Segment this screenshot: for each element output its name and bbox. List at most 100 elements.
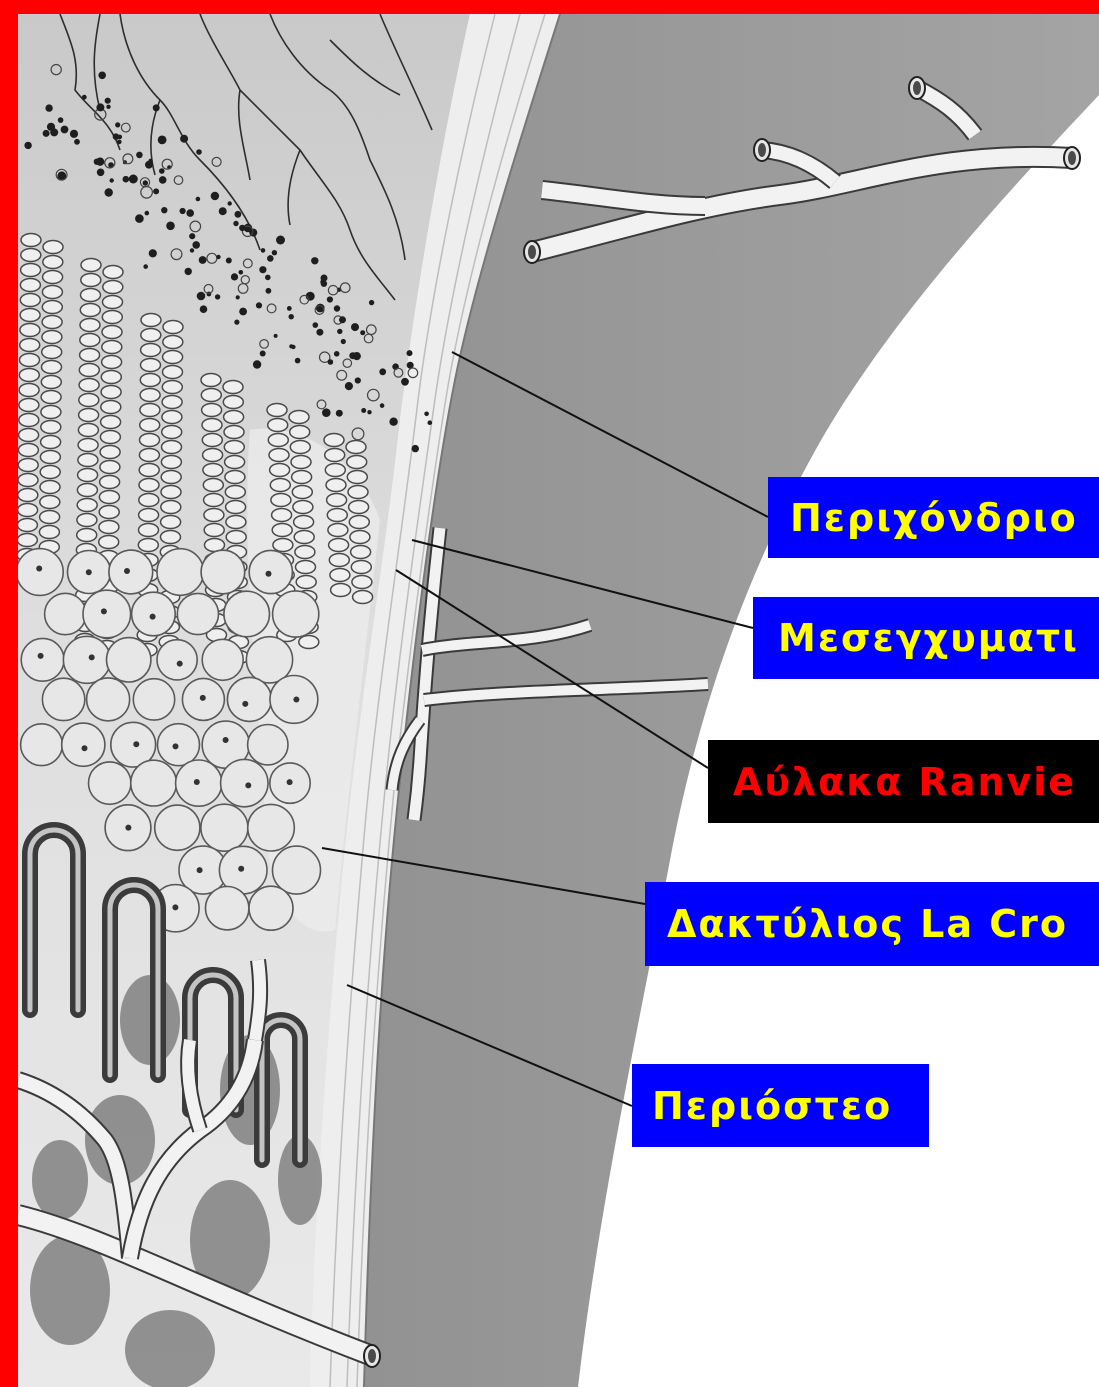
hypertrophic-chondrocyte [87,678,130,721]
label-periosteum: Περιόστεο [632,1064,929,1147]
chondrocyte-nucleus [173,743,179,749]
resting-chondrocyte [265,275,271,281]
resting-chondrocyte [43,130,50,137]
resting-chondrocyte [341,339,346,344]
label-la-croix-ring: Δακτύλιος La Cro [645,882,1099,966]
resting-chondrocyte [196,197,201,202]
proliferative-chondrocyte [272,524,292,537]
frame-border-top [0,0,1099,14]
proliferative-chondrocyte [290,426,310,439]
resting-chondrocyte [428,420,433,425]
proliferative-chondrocyte [18,444,38,457]
proliferative-chondrocyte [100,431,120,444]
hypertrophic-chondrocyte [227,677,271,721]
hypertrophic-chondrocyte [221,759,268,806]
hypertrophic-chondrocyte [21,724,63,766]
resting-chondrocyte [380,403,385,408]
proliferative-chondrocyte [41,391,61,404]
proliferative-chondrocyte [139,464,159,477]
hypertrophic-chondrocyte [133,679,174,720]
resting-chondrocyte [272,250,277,255]
proliferative-chondrocyte [353,591,373,604]
resting-chondrocyte [74,139,80,145]
proliferative-chondrocyte [41,406,61,419]
chondrocyte-nucleus [172,904,178,910]
resting-chondrocyte [339,316,346,323]
resting-chondrocyte [351,323,359,331]
resting-chondrocyte [143,264,148,269]
proliferative-chondrocyte [163,366,183,379]
resting-chondrocyte [266,288,272,294]
hypertrophic-chondrocyte [83,590,131,638]
resting-chondrocyte [239,270,244,275]
proliferative-chondrocyte [289,411,309,424]
resting-chondrocyte [115,122,120,127]
resting-chondrocyte [50,128,58,136]
proliferative-chondrocyte [328,524,348,537]
resting-chondrocyte [149,159,153,163]
resting-chondrocyte [136,152,143,159]
chondrocyte-nucleus [38,653,44,659]
proliferative-chondrocyte [19,369,39,382]
proliferative-chondrocyte [161,486,181,499]
resting-chondrocyte [228,201,232,205]
proliferative-chondrocyte [40,511,60,524]
proliferative-chondrocyte [19,414,39,427]
proliferative-chondrocyte [140,404,160,417]
proliferative-chondrocyte [349,501,369,514]
proliferative-chondrocyte [141,344,161,357]
proliferative-chondrocyte [20,339,40,352]
label-ranvier-groove-text: Αύλακα Ranvie [733,763,1076,801]
chondrocyte-nucleus [82,745,88,751]
proliferative-chondrocyte [331,584,351,597]
hypertrophic-chondrocyte [246,637,292,683]
resting-chondrocyte [185,268,192,275]
chondrocyte-nucleus [125,825,131,831]
proliferative-chondrocyte [294,516,314,529]
proliferative-chondrocyte [19,384,39,397]
resting-chondrocyte [327,296,333,302]
proliferative-chondrocyte [296,576,316,589]
resting-chondrocyte [96,103,104,111]
proliferative-chondrocyte [272,509,292,522]
proliferative-chondrocyte [43,256,63,269]
proliferative-chondrocyte [349,516,369,529]
resting-chondrocyte [200,305,208,313]
proliferative-chondrocyte [140,389,160,402]
proliferative-chondrocyte [20,324,40,337]
chondrocyte-nucleus [89,654,95,660]
resting-chondrocyte [407,350,413,356]
chondrocyte-nucleus [197,867,203,873]
proliferative-chondrocyte [42,331,62,344]
resting-chondrocyte [106,105,110,109]
proliferative-chondrocyte [225,456,245,469]
proliferative-chondrocyte [77,529,97,542]
resting-chondrocyte [97,169,105,177]
proliferative-chondrocyte [103,266,123,279]
proliferative-chondrocyte [81,289,101,302]
resting-chondrocyte [379,368,386,375]
chondrocyte-nucleus [200,695,206,701]
proliferative-chondrocyte [226,516,246,529]
proliferative-chondrocyte [78,439,98,452]
proliferative-chondrocyte [139,449,159,462]
proliferative-chondrocyte [325,464,345,477]
resting-chondrocyte [311,257,318,264]
proliferative-chondrocyte [19,429,39,442]
chondrocyte-nucleus [223,737,229,743]
resting-chondrocyte [401,378,409,386]
resting-chondrocyte [289,314,294,319]
chondrocyte-nucleus [242,701,248,707]
proliferative-chondrocyte [330,569,350,582]
proliferative-chondrocyte [140,419,160,432]
chondrocyte-nucleus [266,571,272,577]
proliferative-chondrocyte [17,519,37,532]
resting-chondrocyte [118,135,123,140]
proliferative-chondrocyte [138,539,158,552]
resting-chondrocyte [189,233,195,239]
proliferative-chondrocyte [139,509,159,522]
proliferative-chondrocyte [39,526,59,539]
chondrocyte-nucleus [150,614,156,620]
hypertrophic-chondrocyte [273,846,321,894]
label-la-croix-ring-text: Δακτύλιος La Cro [667,905,1068,943]
